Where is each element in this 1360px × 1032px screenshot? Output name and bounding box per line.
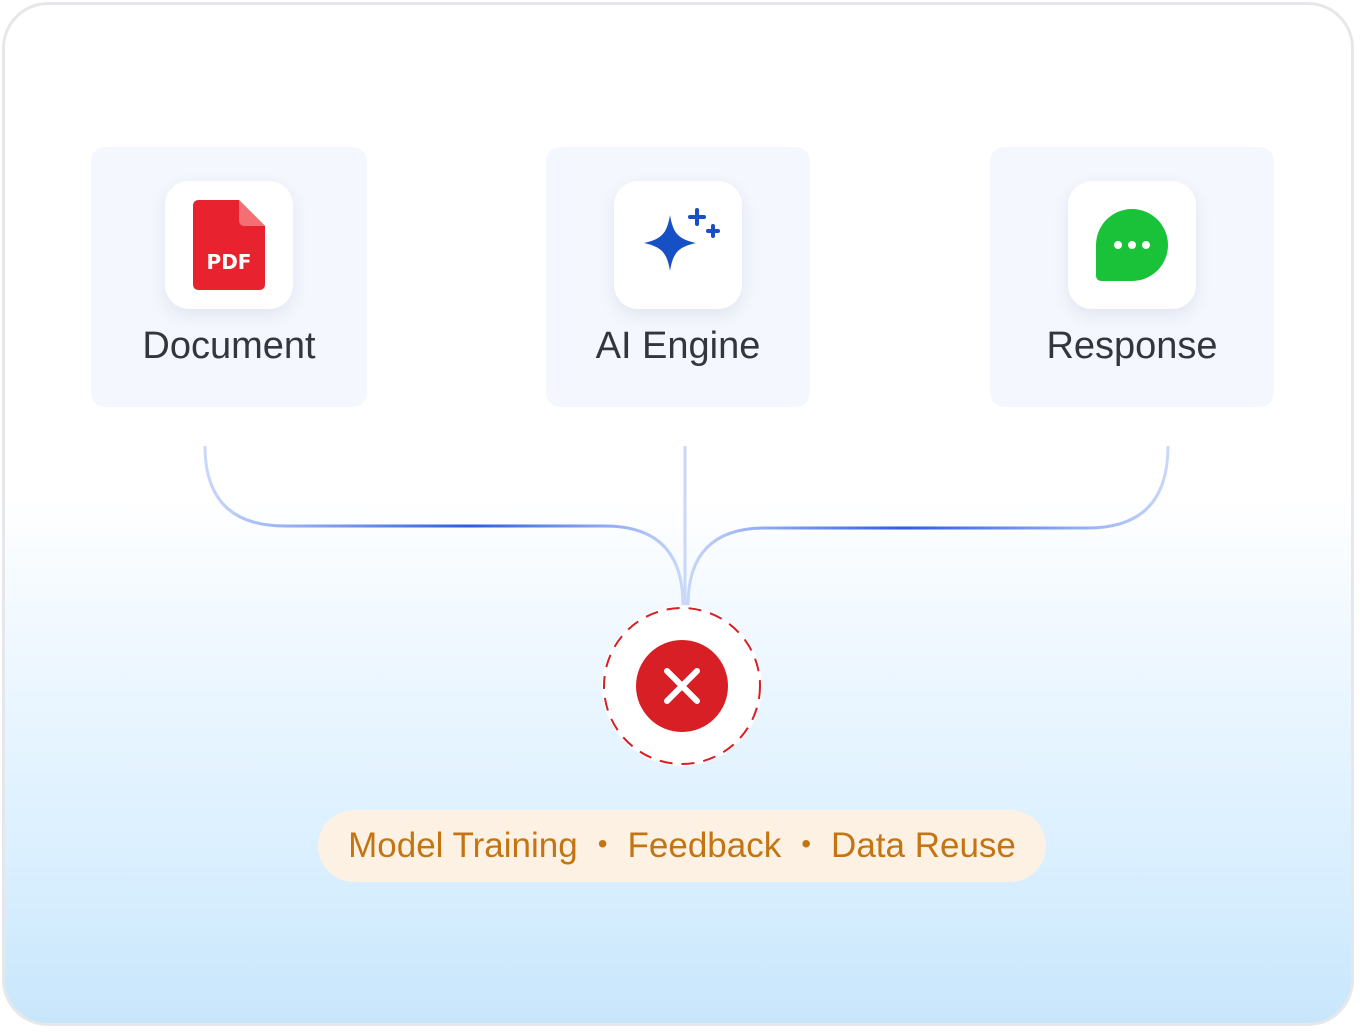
connector-right [686, 445, 1170, 606]
node-label-ai-engine: AI Engine [595, 325, 761, 367]
node-response: Response [990, 147, 1274, 407]
blocked-use-model-training: Model Training [348, 826, 578, 865]
pdf-file-icon: PDF [193, 200, 265, 290]
blocked-use-data-reuse: Data Reuse [831, 826, 1016, 865]
ai-engine-icon-tile [614, 181, 742, 309]
response-icon-tile [1068, 181, 1196, 309]
node-label-document: Document [142, 325, 316, 367]
node-ai-engine: AI Engine [546, 147, 810, 407]
separator-dot: • [597, 828, 608, 859]
blocked-uses-pill: Model Training • Feedback • Data Reuse [318, 810, 1046, 882]
pdf-icon-text: PDF [207, 250, 252, 274]
node-label-response: Response [1046, 325, 1218, 367]
blocked-indicator [602, 606, 762, 766]
separator-dot: • [801, 828, 812, 859]
chat-bubble-icon [1096, 209, 1168, 281]
document-icon-tile: PDF [165, 181, 293, 309]
connector-left [203, 445, 685, 606]
node-document: PDF Document [91, 147, 367, 407]
blocked-use-feedback: Feedback [627, 826, 782, 865]
sparkle-ai-icon [644, 208, 720, 271]
connector-lines [203, 445, 1170, 606]
